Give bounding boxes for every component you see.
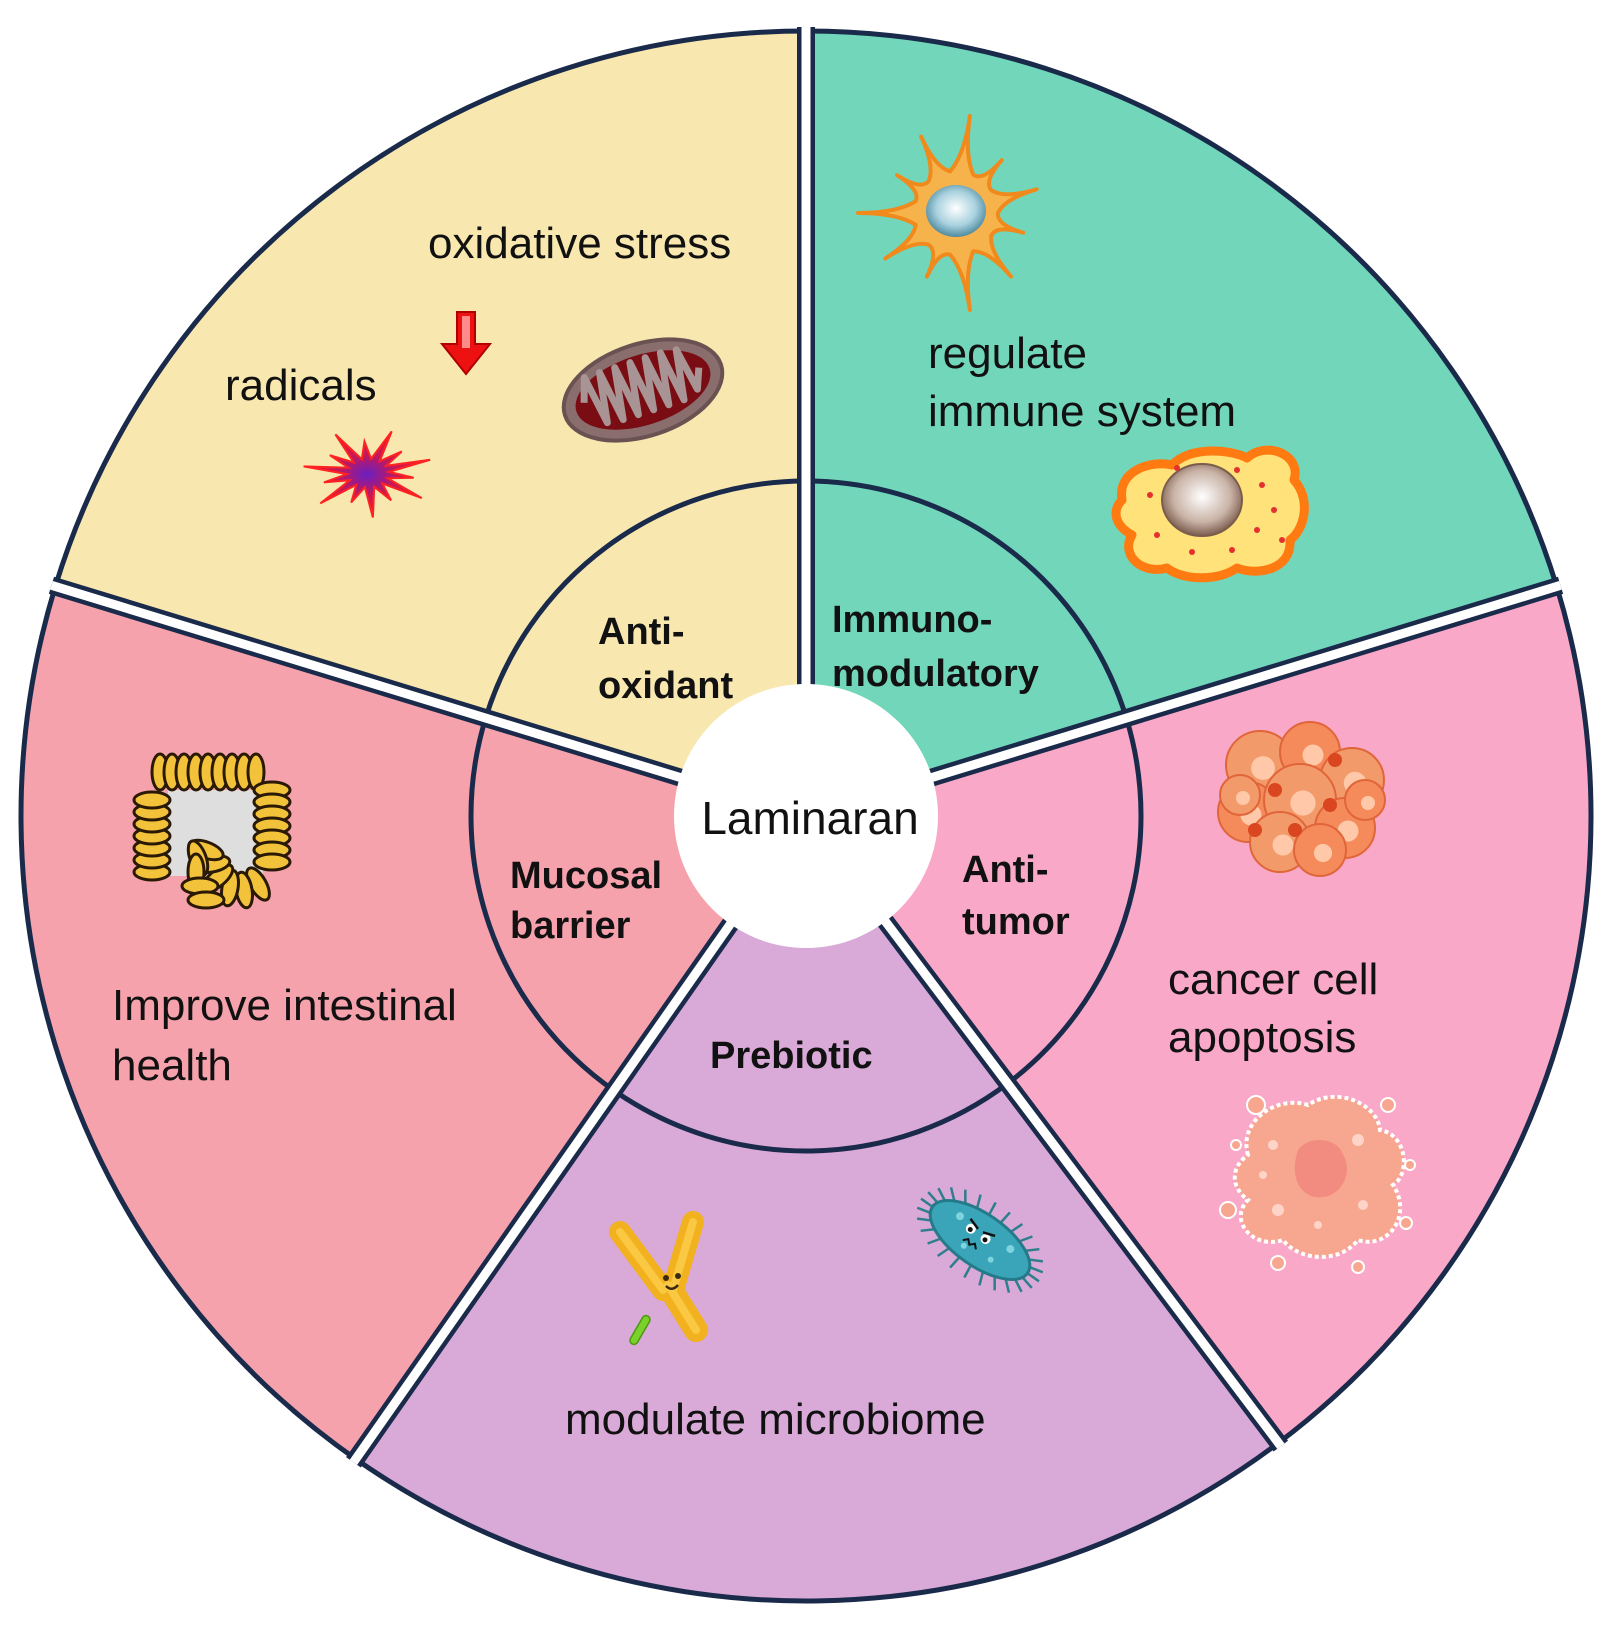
tumor-cell-nucleus	[1302, 744, 1324, 766]
flagellum	[999, 1211, 1011, 1224]
flagellum	[1029, 1266, 1044, 1274]
inner-arc-immunomodulatory	[805, 478, 1129, 719]
flagellum	[1014, 1278, 1023, 1293]
tumor-dot	[1323, 798, 1337, 812]
tumor-dot	[1288, 823, 1302, 837]
intestine-segment	[252, 852, 292, 872]
dendritic-cell-icon	[856, 114, 1039, 312]
flagellum	[949, 1187, 956, 1202]
antitumor-outer-label-1: cancer cell	[1168, 955, 1378, 1004]
tumor-cell-nucleus	[1272, 834, 1294, 856]
mucosal-inner-label-2: barrier	[510, 905, 631, 947]
down-arrow-icon	[439, 311, 493, 376]
bifidobacterium-icon	[609, 1211, 708, 1342]
flagellum	[993, 1276, 996, 1291]
prebiotic-outer-label: modulate microbiome	[565, 1395, 986, 1444]
tumor-cell-nucleus	[1313, 843, 1333, 863]
flagellum	[1025, 1247, 1040, 1253]
flagellum	[963, 1264, 973, 1279]
intestine-segment	[132, 790, 172, 810]
flagellum	[937, 1187, 946, 1202]
antioxidant-inner-label-1: Anti-	[598, 611, 685, 653]
tumor-cell-nucleus	[1361, 796, 1375, 810]
flagellum	[920, 1227, 935, 1233]
antioxidant-inner-label-2: oxidant	[598, 665, 733, 707]
sector-antitumor	[801, 583, 1594, 1447]
flagellum	[1021, 1276, 1033, 1289]
prebiotic-inner-label: Prebiotic	[710, 1035, 873, 1077]
mitochondrion-icon	[561, 337, 725, 443]
intestine-segment	[186, 890, 226, 910]
center-label: Laminaran	[701, 792, 918, 844]
flagellum	[916, 1217, 932, 1222]
flagellum	[920, 1197, 934, 1208]
free-radical-icon	[303, 430, 431, 518]
flagellum	[1018, 1235, 1033, 1243]
tumor-cell-nucleus	[1236, 791, 1250, 805]
tumor-cluster-icon	[1217, 721, 1386, 877]
sectors	[18, 28, 1594, 1604]
flagellum	[1010, 1222, 1024, 1233]
intestine-icon	[132, 752, 292, 910]
flagellum	[949, 1256, 961, 1269]
inner-arc-mucosal	[468, 717, 616, 1093]
antitumor-outer-label-2: apoptosis	[1168, 1013, 1356, 1062]
immune-outer-label-1: regulate	[928, 329, 1087, 378]
center-circle	[674, 684, 938, 948]
inner-arc-antioxidant	[483, 478, 807, 719]
tumor-dot	[1268, 783, 1282, 797]
pathogen-bacterium-icon	[916, 1187, 1044, 1293]
oxidative-stress-label: oxidative stress	[428, 219, 731, 268]
tumor-cell-nucleus	[1251, 756, 1275, 780]
flagellum	[987, 1201, 997, 1216]
flagellum	[978, 1271, 985, 1286]
mucosal-outer-label-2: health	[112, 1041, 232, 1090]
flagellum	[1026, 1272, 1040, 1283]
icons	[132, 114, 1416, 1346]
small-rod-bacterium-icon	[629, 1314, 651, 1346]
tumor-cell-nucleus	[1290, 790, 1316, 816]
flagellum	[964, 1189, 967, 1204]
flagellum	[1004, 1278, 1011, 1293]
flagellum	[1028, 1258, 1044, 1263]
immune-inner-label-1: Immuno-	[832, 599, 992, 641]
flagellum	[916, 1206, 931, 1214]
inner-arc-prebiotic	[612, 1081, 1010, 1154]
sector-antioxidant	[52, 28, 809, 820]
apoptotic-cell-icon	[1219, 1094, 1416, 1274]
flagellum	[936, 1247, 950, 1258]
tumor-dot	[1248, 823, 1262, 837]
flagellum	[927, 1191, 939, 1204]
inner-ring-outlines	[468, 478, 1144, 1154]
mucosal-inner-label-1: Mucosal	[510, 855, 662, 897]
labels: oxidative stress radicals Anti- oxidant …	[112, 219, 1378, 1444]
flagellum	[927, 1237, 942, 1245]
radicals-label: radicals	[225, 361, 377, 410]
antitumor-inner-label-2: tumor	[962, 901, 1070, 943]
macrophage-icon	[1111, 445, 1309, 583]
immune-inner-label-2: modulatory	[832, 653, 1039, 695]
flagellum	[975, 1194, 982, 1209]
immune-outer-label-2: immune system	[928, 387, 1236, 436]
mucosal-outer-label-1: Improve intestinal	[112, 981, 457, 1030]
antitumor-inner-label-1: Anti-	[962, 849, 1049, 891]
tumor-dot	[1328, 753, 1342, 767]
sector-prebiotic	[352, 811, 1282, 1604]
inner-arc-antitumor	[1006, 717, 1144, 1086]
